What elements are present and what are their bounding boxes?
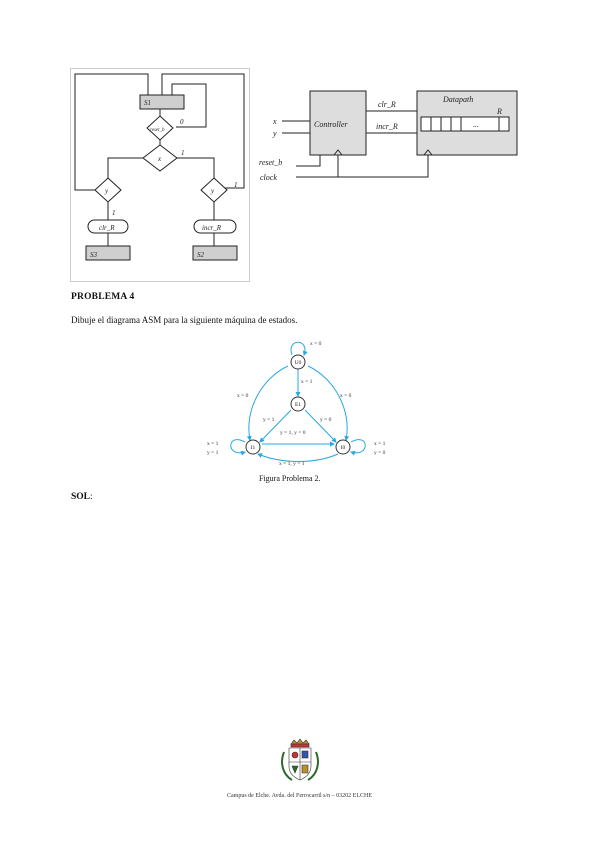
asm-y-right-one: 1 bbox=[234, 181, 238, 189]
block-input-x: x bbox=[272, 117, 277, 126]
asm-reset-label: reset_b bbox=[150, 128, 165, 133]
label-u0-i0: x = 0 bbox=[340, 393, 352, 399]
label-bottom: x = 1, y = 1 bbox=[279, 461, 305, 467]
label-i1-self-a: x = 1 bbox=[207, 441, 219, 447]
block-incr: incr_R bbox=[376, 122, 398, 131]
state-i1: I1 bbox=[251, 445, 256, 451]
asm-y-left-one: 1 bbox=[112, 209, 116, 217]
state-diagram: U0 E1 I1 I0 x = 0 x = 1 x = 0 x = 0 y = … bbox=[207, 341, 386, 467]
asm-y-right: y bbox=[210, 187, 215, 195]
asm-s1-label: S1 bbox=[144, 99, 151, 107]
asm-s2-label: S2 bbox=[197, 251, 205, 259]
label-i0-self-b: y = 0 bbox=[374, 450, 386, 456]
state-e1: E1 bbox=[295, 402, 301, 408]
problem-heading: PROBLEMA 4 bbox=[71, 292, 135, 302]
block-clr: clr_R bbox=[378, 100, 396, 109]
label-i1-self-b: y = 1 bbox=[207, 450, 219, 456]
asm-s3-label: S3 bbox=[90, 251, 98, 259]
label-i1-i0-mid: y = 1, y = 0 bbox=[280, 430, 306, 436]
problem-instruction: Dibuje el diagrama ASM para la siguiente… bbox=[71, 315, 298, 325]
figure-caption: Figura Problema 2. bbox=[259, 474, 321, 483]
asm-x-label: x bbox=[157, 155, 162, 163]
solution-label: SOL: bbox=[71, 492, 93, 502]
state-i0: I0 bbox=[341, 445, 346, 451]
label-u0-i1: x = 0 bbox=[237, 393, 249, 399]
state-u0: U0 bbox=[295, 360, 302, 366]
block-input-y: y bbox=[272, 129, 277, 138]
label-u0-self: x = 0 bbox=[310, 341, 322, 347]
label-e1-i1: y = 1 bbox=[263, 417, 275, 423]
asm-x-one: 1 bbox=[181, 149, 185, 157]
block-controller: Controller bbox=[314, 120, 348, 129]
block-reset: reset_b bbox=[259, 158, 282, 167]
university-crest-logo bbox=[281, 738, 319, 781]
asm-chart: S1 reset_b 0 x 1 y 1 y 1 clr_R incr_R S3… bbox=[70, 68, 250, 282]
solution-suffix: : bbox=[90, 492, 93, 502]
block-register: R bbox=[496, 107, 502, 116]
footer-address: Campus de Elche. Avda. del Ferrocarril s… bbox=[226, 793, 373, 799]
asm-reset-zero: 0 bbox=[180, 118, 184, 126]
label-e1-i0: y = 0 bbox=[320, 417, 332, 423]
asm-y-left: y bbox=[104, 187, 109, 195]
label-u0-e1: x = 1 bbox=[301, 379, 313, 385]
asm-incr-output: incr_R bbox=[202, 224, 222, 232]
solution-label-text: SOL bbox=[71, 492, 91, 502]
block-diagram: x y Controller clr_R incr_R Datapath R .… bbox=[259, 90, 518, 182]
block-clock: clock bbox=[260, 173, 277, 182]
asm-clr-output: clr_R bbox=[99, 224, 115, 232]
label-i0-self-a: x = 1 bbox=[374, 441, 386, 447]
block-register-dots: ... bbox=[473, 120, 479, 129]
block-datapath: Datapath bbox=[442, 95, 473, 104]
